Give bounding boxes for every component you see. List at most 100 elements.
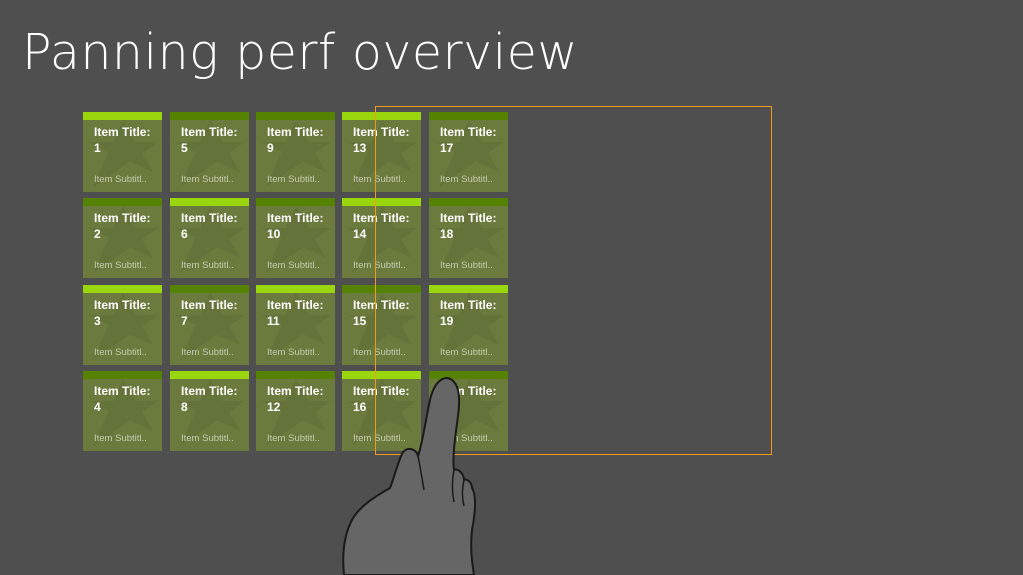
tile-accent-bar [256,285,335,293]
tile-title: Item Title:18 [440,211,497,241]
tile-accent-bar [429,371,508,379]
tile-title: Item Title:2 [94,211,151,241]
tile-title: Item Title:12 [267,384,324,414]
tile-title: Item Title:15 [353,298,410,328]
tile-accent-bar [342,371,421,379]
tile-subtitle: Item Subtitl.. [440,433,493,444]
tile-subtitle: Item Subtitl.. [440,174,493,185]
tile-title: Item Title:19 [440,298,497,328]
tile-title: Item Title:9 [267,125,324,155]
star-pattern-icon [434,293,504,360]
tile-item-10[interactable]: Item Title:10 Item Subtitl.. [256,198,335,278]
tile-item-13[interactable]: Item Title:13 Item Subtitl.. [342,112,421,192]
tile-grid: Item Title:1 Item Subtitl.. Item Title:2… [83,112,513,452]
star-pattern-icon [261,120,331,187]
tile-item-3[interactable]: Item Title:3 Item Subtitl.. [83,285,162,365]
tile-subtitle: Item Subtitl.. [181,347,234,358]
star-pattern-icon [261,379,331,446]
star-pattern-icon [261,293,331,360]
star-pattern-icon [434,206,504,273]
star-pattern-icon [261,206,331,273]
tile-item-16[interactable]: Item Title:16 Item Subtitl.. [342,371,421,451]
tile-title: Item Title:5 [181,125,238,155]
tile-item-19[interactable]: Item Title:19 Item Subtitl.. [429,285,508,365]
tile-subtitle: Item Subtitl.. [181,433,234,444]
tile-title: Item Title:10 [267,211,324,241]
star-pattern-icon [88,120,158,187]
tile-item-2[interactable]: Item Title:2 Item Subtitl.. [83,198,162,278]
tile-item-4[interactable]: Item Title:4 Item Subtitl.. [83,371,162,451]
tile-accent-bar [429,112,508,120]
tile-subtitle: Item Subtitl.. [94,347,147,358]
tile-accent-bar [429,285,508,293]
tile-subtitle: Item Subtitl.. [353,260,406,271]
tile-subtitle: Item Subtitl.. [181,260,234,271]
viewport-frame [375,106,772,455]
page-title: Panning perf overview [22,24,578,81]
touch-hand-icon [342,377,476,575]
tile-item-17[interactable]: Item Title:17 Item Subtitl.. [429,112,508,192]
tile-accent-bar [170,198,249,206]
tile-item-1[interactable]: Item Title:1 Item Subtitl.. [83,112,162,192]
tile-accent-bar [429,198,508,206]
tile-accent-bar [342,112,421,120]
tile-title: Item Title:7 [181,298,238,328]
tile-subtitle: Item Subtitl.. [267,347,320,358]
tile-title: Item Title:13 [353,125,410,155]
star-pattern-icon [347,379,417,446]
tile-item-18[interactable]: Item Title:18 Item Subtitl.. [429,198,508,278]
tile-accent-bar [83,198,162,206]
tile-title: Item Title:17 [440,125,497,155]
tile-item-11[interactable]: Item Title:11 Item Subtitl.. [256,285,335,365]
tile-item-14[interactable]: Item Title:14 Item Subtitl.. [342,198,421,278]
star-pattern-icon [88,293,158,360]
tile-item-6[interactable]: Item Title:6 Item Subtitl.. [170,198,249,278]
tile-item-5[interactable]: Item Title:5 Item Subtitl.. [170,112,249,192]
tile-title: Item Title:16 [353,384,410,414]
tile-subtitle: Item Subtitl.. [353,347,406,358]
tile-subtitle: Item Subtitl.. [353,174,406,185]
tile-accent-bar [342,285,421,293]
tile-subtitle: Item Subtitl.. [267,433,320,444]
tile-subtitle: Item Subtitl.. [94,433,147,444]
tile-item-12[interactable]: Item Title:12 Item Subtitl.. [256,371,335,451]
tile-title: Item Title:6 [181,211,238,241]
tile-title: Item Title:14 [353,211,410,241]
tile-accent-bar [83,112,162,120]
star-pattern-icon [175,293,245,360]
star-pattern-icon [434,120,504,187]
tile-subtitle: Item Subtitl.. [94,174,147,185]
tile-item-9[interactable]: Item Title:9 Item Subtitl.. [256,112,335,192]
tile-accent-bar [342,198,421,206]
tile-accent-bar [256,198,335,206]
tile-item-15[interactable]: Item Title:15 Item Subtitl.. [342,285,421,365]
tile-subtitle: Item Subtitl.. [267,260,320,271]
tile-title: Item Title:3 [94,298,151,328]
star-pattern-icon [175,120,245,187]
tile-subtitle: Item Subtitl.. [440,260,493,271]
tile-accent-bar [170,371,249,379]
tile-subtitle: Item Subtitl.. [267,174,320,185]
star-pattern-icon [88,206,158,273]
tile-title: Item Title:1 [94,125,151,155]
tile-title: Item Title:11 [267,298,324,328]
star-pattern-icon [175,379,245,446]
tile-accent-bar [170,112,249,120]
tile-accent-bar [170,285,249,293]
tile-subtitle: Item Subtitl.. [181,174,234,185]
tile-subtitle: Item Subtitl.. [440,347,493,358]
star-pattern-icon [347,120,417,187]
tile-accent-bar [83,285,162,293]
star-pattern-icon [347,293,417,360]
tile-subtitle: Item Subtitl.. [353,433,406,444]
tile-item-7[interactable]: Item Title:7 Item Subtitl.. [170,285,249,365]
star-pattern-icon [347,206,417,273]
tile-item-8[interactable]: Item Title:8 Item Subtitl.. [170,371,249,451]
tile-title: Item Title:8 [181,384,238,414]
star-pattern-icon [175,206,245,273]
tile-accent-bar [83,371,162,379]
tile-title: Item Title:4 [94,384,151,414]
tile-accent-bar [256,112,335,120]
tile-accent-bar [256,371,335,379]
star-pattern-icon [88,379,158,446]
